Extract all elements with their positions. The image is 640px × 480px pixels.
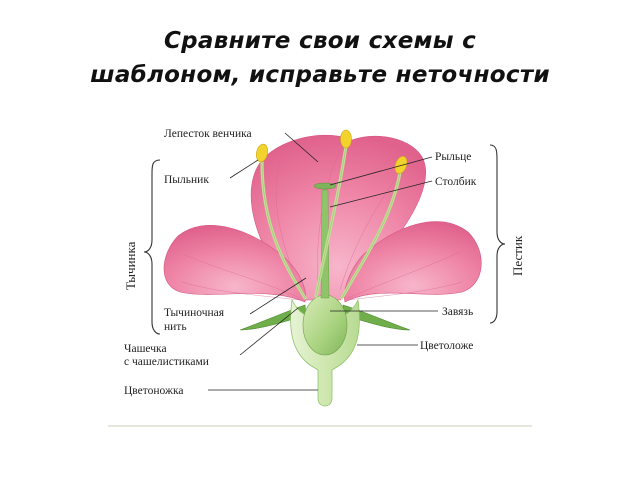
title-line-1: Сравните свои схемы с — [163, 28, 477, 54]
label-ovary: Завязь — [442, 306, 473, 318]
label-petal: Лепесток венчика — [164, 128, 252, 140]
style-shape — [320, 189, 330, 299]
title-line-2: шаблоном, исправьте неточности — [90, 62, 550, 88]
pistil-brace — [489, 144, 506, 324]
label-pedicel: Цветоножка — [124, 385, 183, 397]
label-stigma: Рыльце — [435, 151, 471, 163]
label-calyx-1: Чашечка — [124, 343, 167, 355]
stamen-brace — [143, 159, 161, 335]
ovary-shape — [302, 294, 348, 356]
anthers — [256, 129, 408, 174]
leader-lines — [208, 132, 438, 391]
label-calyx-2: с чашелистиками — [124, 356, 209, 368]
slide-title: Сравните свои схемы с шаблоном, исправьт… — [0, 24, 640, 92]
label-anther: Пыльник — [164, 174, 209, 186]
petal-left — [163, 224, 306, 303]
petal-top — [250, 134, 426, 301]
label-filament-2: нить — [164, 321, 187, 333]
petal-veins — [181, 149, 463, 301]
label-stamen-group: Тычинка — [123, 241, 138, 290]
label-pistil-group: Пестик — [510, 235, 525, 276]
petal-right — [344, 221, 482, 303]
label-filament-1: Тычиночная — [164, 307, 225, 319]
label-style: Столбик — [435, 176, 477, 188]
label-receptacle: Цветоложе — [420, 340, 473, 352]
